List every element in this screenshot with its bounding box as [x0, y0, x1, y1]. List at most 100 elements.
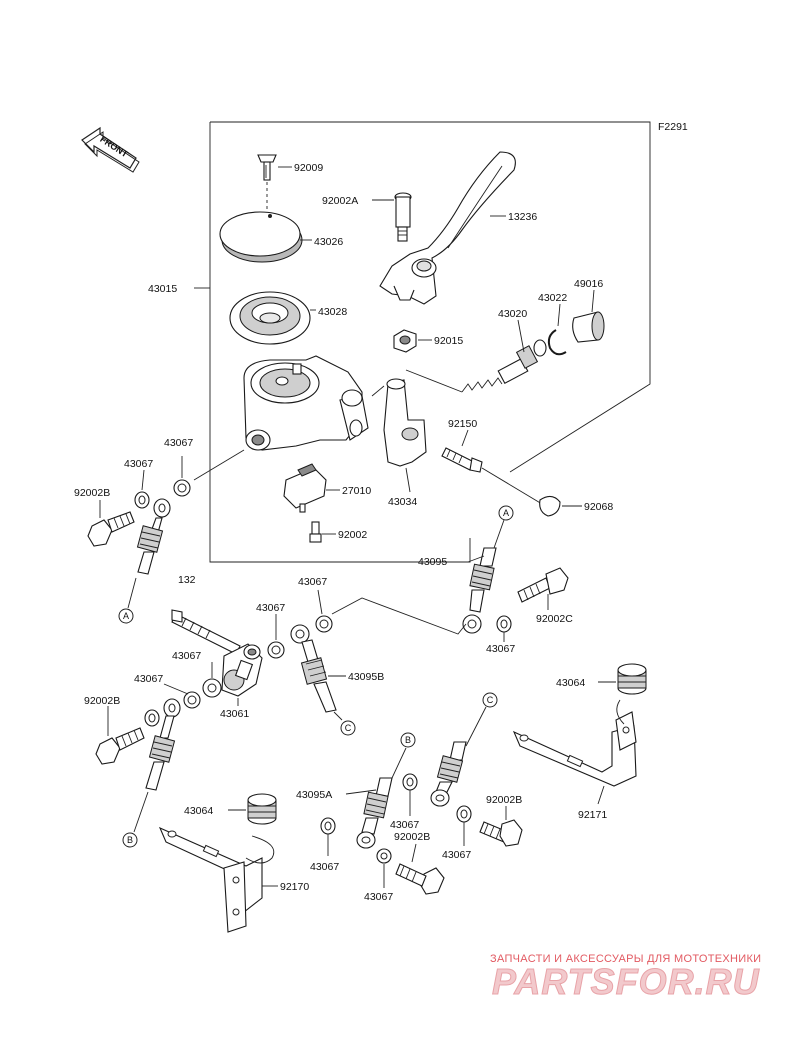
label-92171: 92171	[578, 809, 607, 821]
label-43095B: 43095B	[348, 671, 384, 683]
washer-43067-upper-2	[134, 491, 150, 509]
label-13236: 13236	[508, 211, 537, 223]
label-43067-lower-2: 43067	[134, 673, 163, 685]
label-92002: 92002	[338, 529, 367, 541]
label-43067-center-2: 43067	[310, 861, 339, 873]
banjo-bolt-92002B-center	[395, 863, 445, 895]
label-92068: 92068	[584, 501, 613, 513]
grommet-43064-left	[247, 793, 277, 825]
washer-43067-lower-left	[144, 709, 160, 727]
circlip-43022	[547, 329, 567, 356]
label-43026: 43026	[314, 236, 343, 248]
grommet-43064-right	[617, 663, 647, 695]
pivot-bolt-92002A	[394, 192, 412, 242]
label-43020: 43020	[498, 308, 527, 320]
label-43064-right: 43064	[556, 677, 585, 689]
joint-43061	[171, 609, 263, 697]
label-43061: 43061	[220, 708, 249, 720]
banjo-bolt-92002C	[517, 567, 569, 603]
label-43028: 43028	[318, 306, 347, 318]
label-92002B-lower-left: 92002B	[84, 695, 120, 707]
bracket-92170	[158, 826, 275, 933]
washer-43067-center-3	[376, 848, 392, 864]
reservoir-cap-43026	[219, 211, 303, 263]
connector-a-left: A	[118, 608, 134, 624]
label-43067-mid-2: 43067	[256, 602, 285, 614]
piston-assembly-43020	[461, 339, 547, 393]
svg-text:A: A	[503, 508, 509, 518]
cap-92068	[539, 495, 561, 517]
label-27010: 27010	[342, 485, 371, 497]
label-92015: 92015	[434, 335, 463, 347]
connector-b-center: B	[400, 732, 416, 748]
washer-43067-center-2	[320, 817, 336, 835]
watermark-tagline: ЗАПЧАСТИ И АКСЕССУАРЫ ДЛЯ МОТОТЕХНИКИ	[490, 953, 761, 965]
label-92002C: 92002C	[536, 613, 573, 625]
diaphragm-43028	[229, 291, 311, 345]
washer-43067-mid-1	[315, 615, 333, 633]
washer-43067-right	[496, 615, 512, 633]
banjo-bolt-92002B-lower-left	[95, 727, 145, 765]
brake-hose-43095A	[356, 777, 393, 849]
clamp-43034	[383, 378, 427, 467]
label-43095A: 43095A	[296, 789, 332, 801]
label-43095: 43095	[418, 556, 447, 568]
label-92150: 92150	[448, 418, 477, 430]
label-43067-right-lower: 43067	[442, 849, 471, 861]
dust-boot-49016	[572, 311, 605, 343]
label-43067-center-3: 43067	[364, 891, 393, 903]
svg-text:C: C	[487, 695, 494, 705]
nut-92015	[393, 329, 417, 353]
switch-27010	[283, 463, 327, 513]
label-43067-mid-1: 43067	[298, 576, 327, 588]
label-92170: 92170	[280, 881, 309, 893]
banjo-bolt-92002B-right	[479, 819, 523, 847]
washer-43067-mid-2	[267, 641, 285, 659]
screw-92009	[257, 154, 277, 181]
label-92009: 92009	[294, 162, 323, 174]
label-92002B-upper: 92002B	[74, 487, 110, 499]
label-49016: 49016	[574, 278, 603, 290]
label-132: 132	[178, 574, 196, 586]
washer-43067-center-1	[402, 773, 418, 791]
connector-a-right: A	[498, 505, 514, 521]
brake-hose-upper-left	[136, 498, 171, 575]
label-43067-right: 43067	[486, 643, 515, 655]
watermark-brand: PARTSFOR.RU	[492, 961, 760, 1002]
label-43067-center-1: 43067	[390, 819, 419, 831]
svg-text:B: B	[405, 735, 411, 745]
label-43064-left: 43064	[184, 805, 213, 817]
label-43022: 43022	[538, 292, 567, 304]
svg-text:B: B	[127, 835, 133, 845]
connector-c-mid: C	[340, 720, 356, 736]
screw-92002	[309, 521, 322, 543]
washer-43067-upper-1	[173, 479, 191, 497]
label-43034: 43034	[388, 496, 417, 508]
label-43067-upper-2: 43067	[124, 458, 153, 470]
assembly-43015-boundary	[194, 121, 651, 563]
brake-hose-43095	[462, 547, 497, 634]
label-43015: 43015	[148, 283, 177, 295]
brake-hose-lower-left	[145, 698, 181, 791]
connector-b-left: B	[122, 832, 138, 848]
brake-lever-13236	[379, 151, 516, 305]
label-92002B-right: 92002B	[486, 794, 522, 806]
label-43067-lower-1: 43067	[172, 650, 201, 662]
connector-c-right: C	[482, 692, 498, 708]
washer-43067-lower-2	[183, 691, 201, 709]
label-92002A: 92002A	[322, 195, 358, 207]
master-cylinder-body	[243, 355, 369, 451]
washer-43067-right-lower	[456, 805, 472, 823]
brake-hose-c-right	[430, 741, 467, 807]
brake-hose-43095B	[290, 624, 337, 713]
banjo-bolt-92002B-upper	[87, 511, 135, 547]
label-92002B-center: 92002B	[394, 831, 430, 843]
washer-43067-lower-1	[202, 678, 222, 698]
diagram-code: F2291	[658, 121, 688, 133]
front-arrow-icon: FRONT	[81, 126, 140, 173]
bracket-92171	[512, 699, 637, 787]
svg-text:A: A	[123, 611, 129, 621]
bolt-92150	[441, 447, 483, 473]
label-43067-upper-1: 43067	[164, 437, 193, 449]
